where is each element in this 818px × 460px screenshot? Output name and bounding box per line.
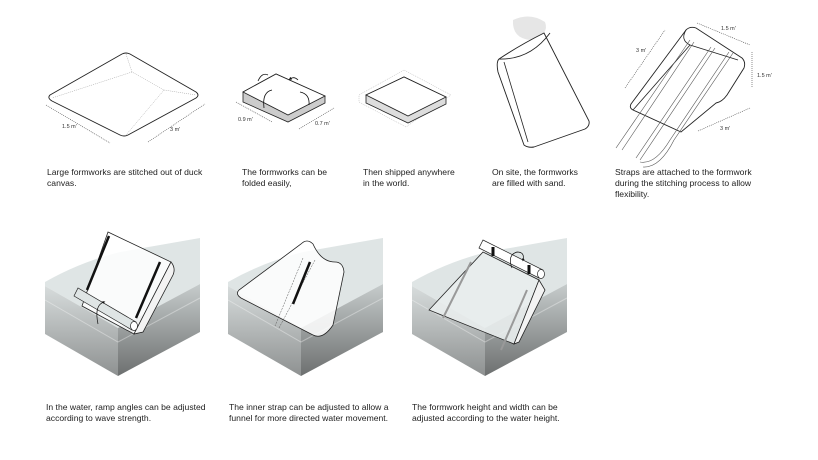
caption-step-8: The formwork height and width can be adj…: [412, 402, 560, 423]
dimension-label: 0.9 m': [238, 117, 253, 123]
dimension-label: 3 m': [720, 126, 730, 132]
dimension-label: 0.7 m': [315, 121, 330, 127]
dimension-label: 1.5 m': [62, 124, 77, 130]
strapped-formwork-illustration: 1.5 m' 3 m' 1.5 m' 3 m': [615, 22, 772, 168]
caption-step-5: Straps are attached to the formwork duri…: [615, 167, 752, 199]
caption-step-3: Then shipped anywhere in the world.: [363, 167, 455, 188]
folded-formwork-illustration: 0.9 m' 0.7 m': [235, 73, 335, 130]
caption-step-1: Large formworks are stitched out of duck…: [47, 167, 203, 188]
dimension-label: 3 m': [170, 127, 180, 133]
caption-step-2: The formworks can be folded easily,: [242, 167, 328, 188]
ramp-angle-illustration: [44, 231, 201, 377]
flat-canvas-illustration: 1.5 m' 3 m': [45, 52, 206, 144]
caption-step-6: In the water, ramp angles can be adjuste…: [46, 402, 206, 423]
shipping-box-illustration: [358, 69, 452, 128]
sand-filled-formwork-illustration: [496, 16, 590, 148]
dimension-label: 3 m': [636, 48, 646, 54]
adjustable-height-illustration: [411, 237, 568, 377]
caption-step-7: The inner strap can be adjusted to allow…: [229, 402, 389, 423]
dimension-label: 1.5 m': [757, 73, 772, 79]
dimension-label: 1.5 m': [721, 26, 736, 32]
caption-step-4: On site, the formworks are filled with s…: [492, 167, 578, 188]
funnel-illustration: [227, 237, 384, 377]
